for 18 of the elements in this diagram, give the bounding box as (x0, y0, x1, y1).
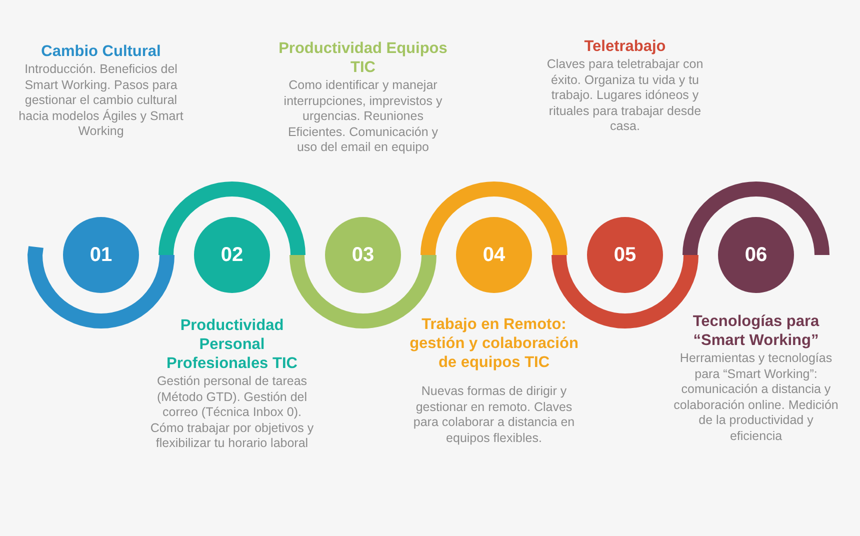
step-heading: Trabajo en Remoto: gestión y colaboración de equipos TIC (409, 315, 579, 372)
step-description: Gestión personal de tareas (Método GTD). Gestión del correo (Técnica Inbox 0). Cómo trabajar por objetivos y flexibilizar tu horario laboral (149, 374, 315, 452)
step-number: 05 (614, 244, 636, 266)
step-description: Claves para teletrabajar con éxito. Organiza tu vida y tu trabajo. Lugares idóneos y rituales para trabajar desde casa. (546, 57, 704, 135)
step-description: Como identificar y manejar interrupciones, imprevistos y urgencias. Reuniones Eficientes. Comunicación y uso del email en equipo (282, 78, 444, 156)
step-description: Nuevas formas de dirigir y gestionar en remoto. Claves para colaborar a distancia en equipos flexibles. (412, 384, 576, 446)
step-heading: Teletrabajo (583, 37, 667, 56)
step-description: Introducción. Beneficios del Smart Working. Pasos para gestionar el cambio cultural hacia modelos Ágiles y Smart Working (18, 62, 184, 140)
step-number: 02 (220, 244, 244, 266)
step-number: 01 (90, 244, 112, 266)
step-heading: Productividad Personal Profesionales TIC (166, 316, 298, 373)
step-description: Herramientas y tecnologías para “Smart Working”: comunicación a distancia y colaboración online. Medición de la productividad y eficiencia (672, 351, 840, 445)
step-heading: Productividad Equipos TIC (278, 39, 448, 77)
step-number: 06 (744, 244, 768, 266)
step-number: 04 (482, 244, 506, 266)
step-heading: Cambio Cultural (40, 42, 162, 61)
step-heading: Tecnologías para “Smart Working” (692, 312, 820, 350)
step-number: 03 (352, 244, 374, 266)
